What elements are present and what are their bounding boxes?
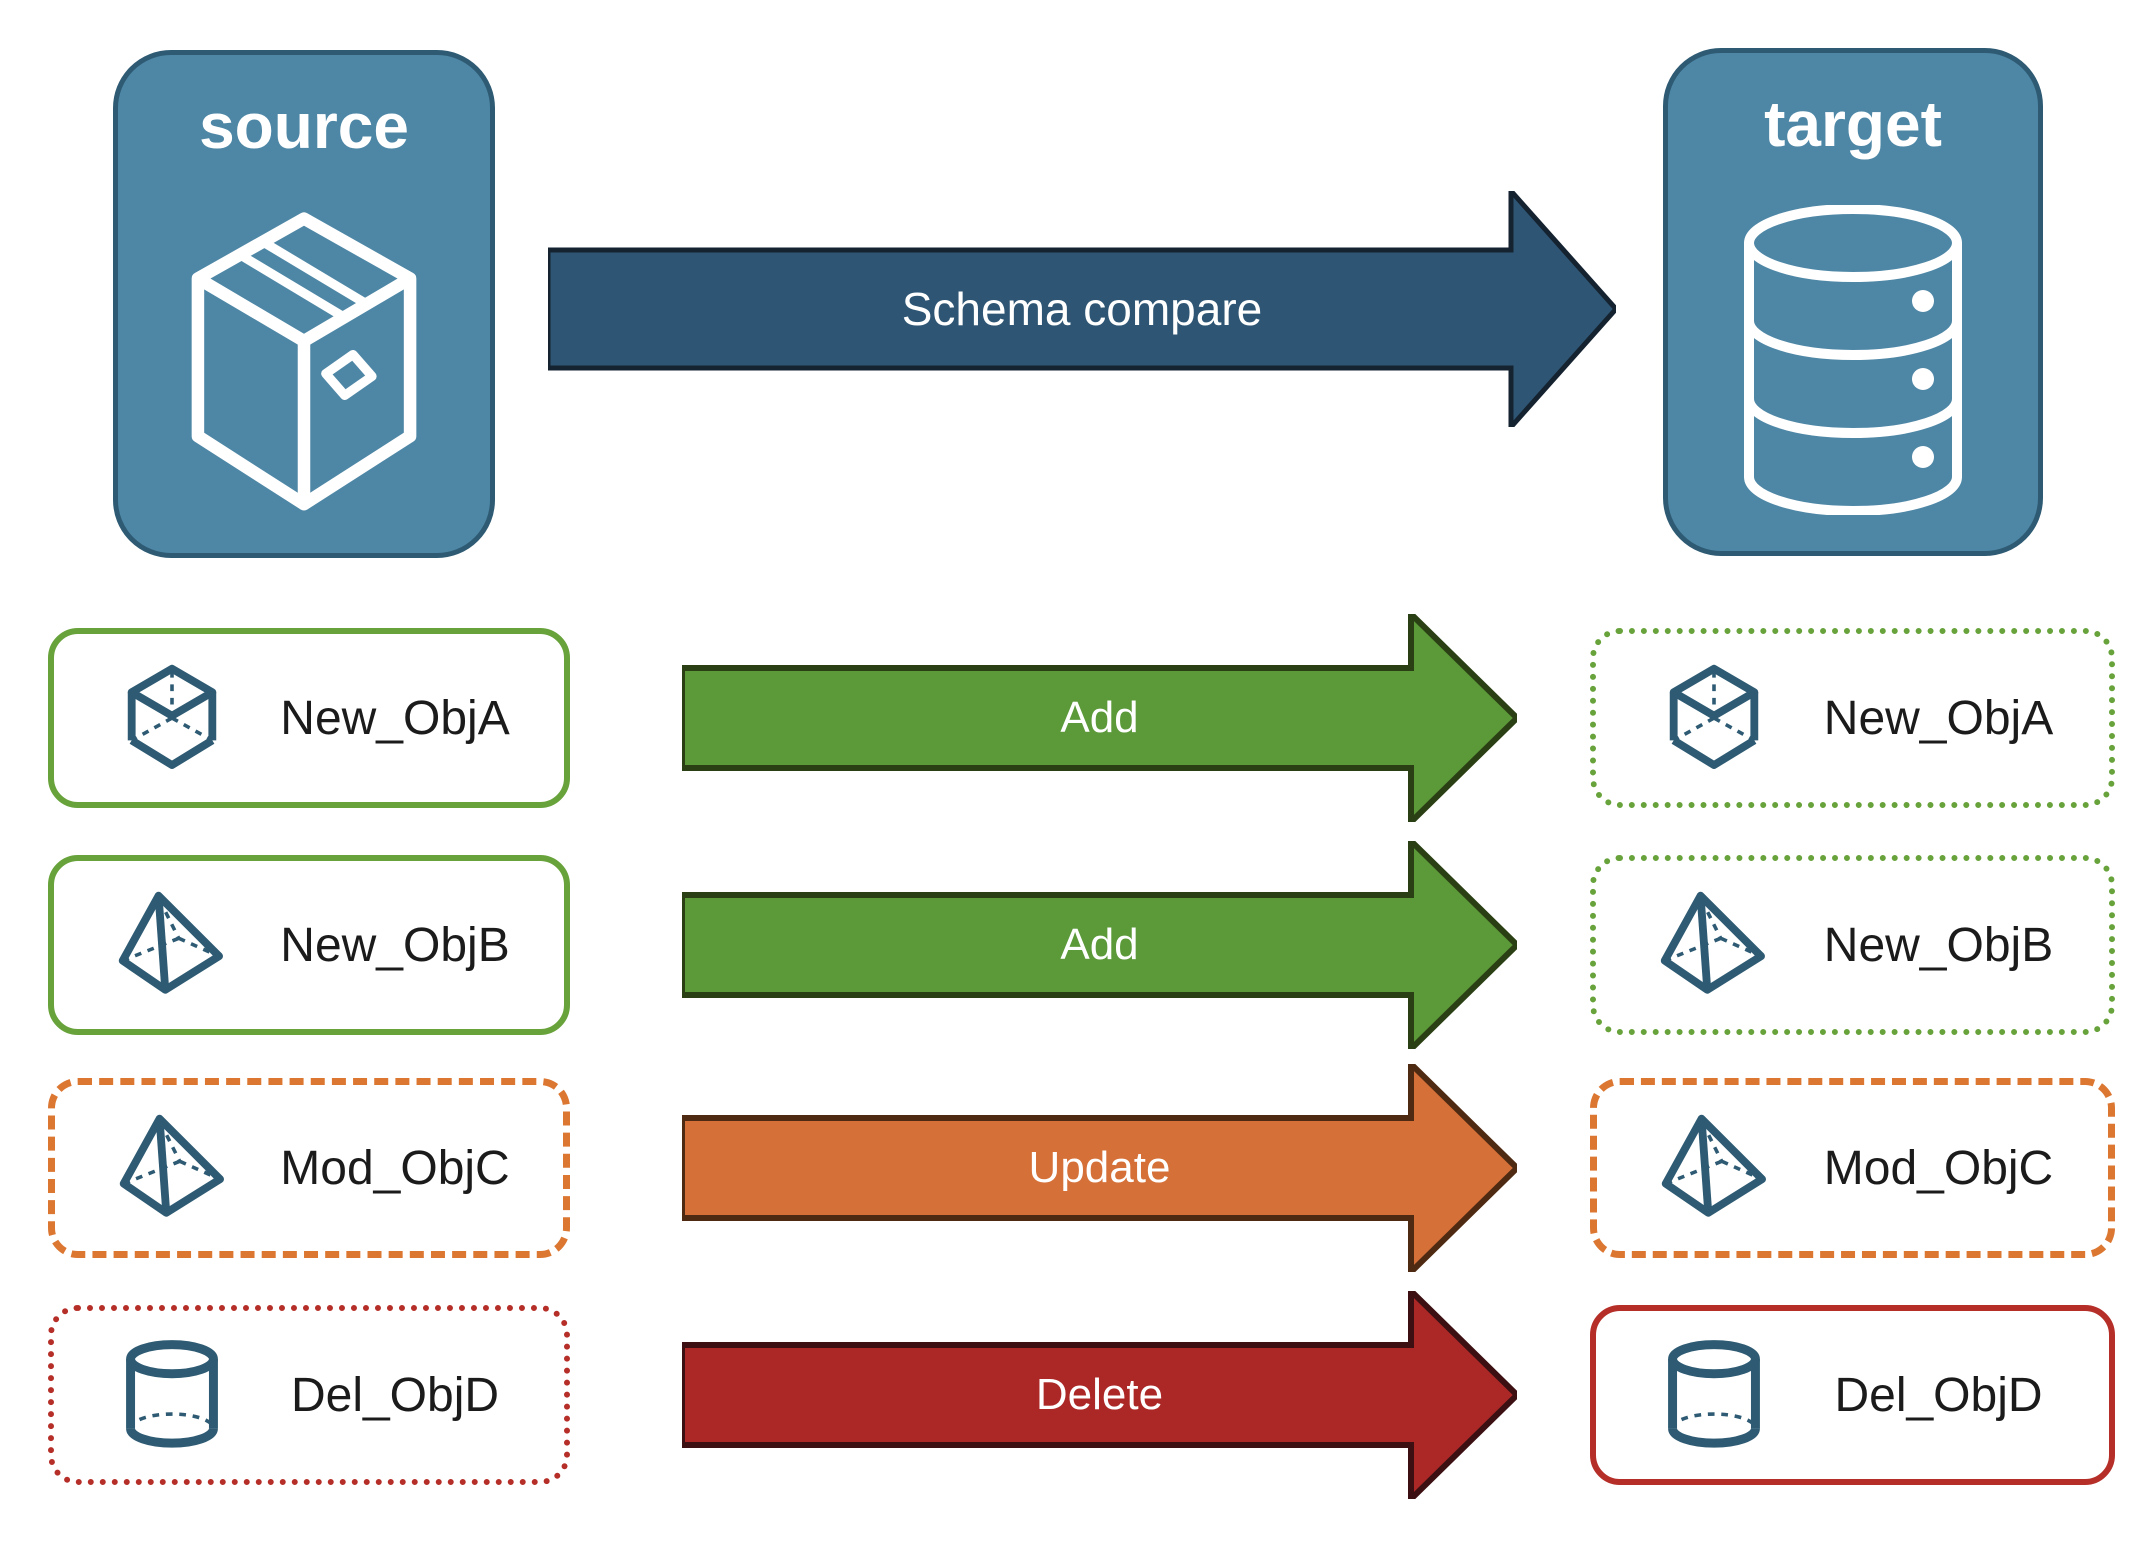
target-object-box: New_ObjA <box>1590 628 2115 808</box>
object-icon-wrap <box>1658 662 1770 774</box>
target-object-box: Del_ObjD <box>1590 1305 2115 1485</box>
main-arrow: Schema compare <box>548 191 1616 427</box>
cube-icon <box>1669 664 1759 769</box>
diff-row: New_ObjB Add <box>0 841 2150 1049</box>
target-card: target <box>1663 48 2043 556</box>
source-object-label: Mod_ObjC <box>280 1141 510 1195</box>
object-icon-wrap <box>116 1339 228 1451</box>
source-object-box: Del_ObjD <box>48 1305 570 1485</box>
action-arrow: Update <box>682 1064 1517 1272</box>
pyramid-icon <box>119 1114 224 1217</box>
package-box-icon <box>191 212 417 511</box>
target-object-label: New_ObjA <box>1823 691 2054 745</box>
action-arrow: Delete <box>682 1291 1517 1499</box>
object-icon-wrap <box>1659 1112 1771 1224</box>
source-object-label: Del_ObjD <box>290 1368 500 1422</box>
object-icon-wrap <box>116 662 228 774</box>
diff-row: New_ObjA Add <box>0 614 2150 822</box>
target-object-label: Del_ObjD <box>1834 1368 2043 1422</box>
pyramid-icon <box>118 891 223 994</box>
diff-row: Mod_ObjC Update <box>0 1064 2150 1272</box>
action-arrow: Add <box>682 841 1517 1049</box>
source-card: source <box>113 50 495 558</box>
pyramid-icon <box>1661 1114 1766 1217</box>
target-object-label: Mod_ObjC <box>1823 1141 2054 1195</box>
target-card-title: target <box>1764 88 1942 160</box>
cylinder-icon <box>1668 1340 1760 1448</box>
object-icon-wrap <box>117 1112 229 1224</box>
source-object-label: New_ObjB <box>280 918 510 972</box>
object-icon-wrap <box>116 889 228 1001</box>
diff-row: Del_ObjD Delete <box>0 1291 2150 1499</box>
target-object-label: New_ObjB <box>1823 918 2054 972</box>
source-object-label: New_ObjA <box>280 691 510 745</box>
pyramid-icon <box>1660 891 1765 994</box>
source-object-box: New_ObjB <box>48 855 570 1035</box>
source-object-box: Mod_ObjC <box>48 1078 570 1258</box>
object-icon-wrap <box>1658 1339 1770 1451</box>
source-object-box: New_ObjA <box>48 628 570 808</box>
target-object-box: Mod_ObjC <box>1590 1078 2115 1258</box>
object-icon-wrap <box>1658 889 1770 1001</box>
cube-icon <box>127 664 217 769</box>
source-card-title: source <box>199 90 409 162</box>
cylinder-icon <box>126 1340 218 1448</box>
database-icon <box>1744 205 1962 515</box>
target-object-box: New_ObjB <box>1590 855 2115 1035</box>
action-arrow: Add <box>682 614 1517 822</box>
